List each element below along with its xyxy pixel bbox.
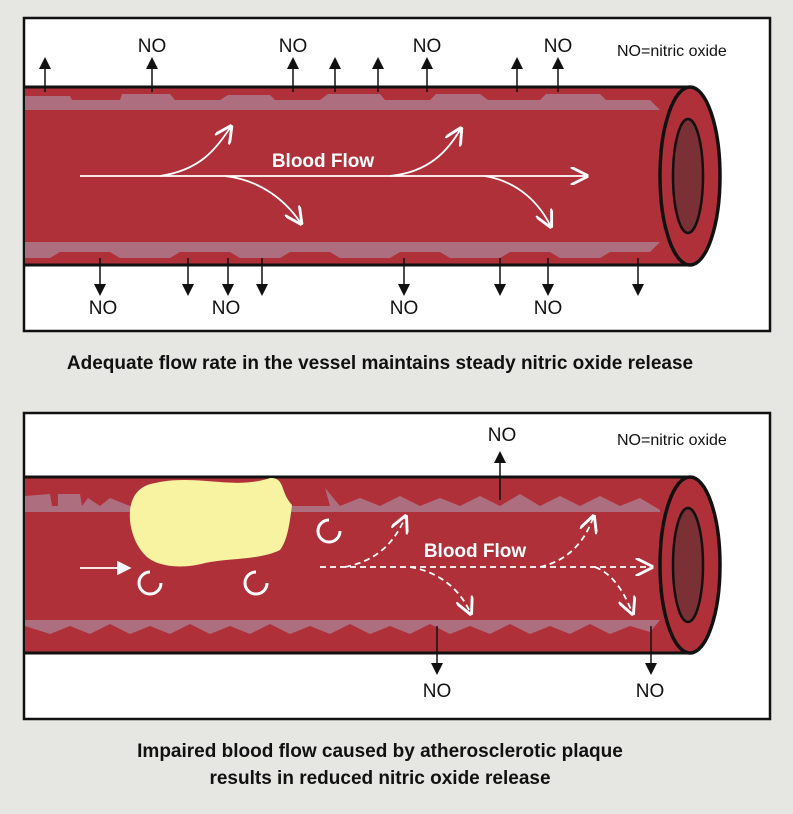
caption-panel2-line1: Impaired blood flow caused by atheroscle… [137,741,623,762]
turbulent-flow [80,518,342,596]
blood-flow-arrows [320,518,650,612]
legend: NO=nitric oxide [617,43,727,60]
no-label: NO [413,36,442,57]
blood-flow-label: Blood Flow [272,151,375,172]
swirl-icon [137,570,163,596]
endothelium-bottom [25,620,660,634]
lumen [671,506,705,624]
no-label: NO [279,36,308,57]
no-label: NO [636,681,665,702]
endothelium-bottom [25,242,660,258]
caption-panel2-line2: results in reduced nitric oxide release [209,768,550,789]
lumen [671,117,705,235]
no-label: NO [534,298,563,319]
no-label: NO [423,681,452,702]
blood-flow-arrows [80,128,585,225]
no-label: NO [212,298,241,319]
no-release-arrows [431,451,657,675]
panel-plaque-vessel: Blood Flow NO NO NO NO=nitric oxide [22,411,772,721]
caption-panel1: Adequate flow rate in the vessel maintai… [67,353,693,374]
no-label: NO [488,425,517,446]
panel-healthy-vessel: Blood Flow NO NO NO NO NO NO NO NO NO=ni… [22,16,772,333]
vessel [25,475,722,655]
atherosclerotic-plaque [129,477,292,567]
no-release-arrows [39,57,644,296]
swirl-icon [243,570,269,596]
blood-flow-label: Blood Flow [424,541,527,562]
swirl-icon [316,518,342,544]
vessel [25,85,722,267]
no-label: NO [390,298,419,319]
no-label: NO [544,36,573,57]
endothelium-top [25,94,660,110]
legend: NO=nitric oxide [617,432,727,449]
no-label: NO [89,298,118,319]
no-label: NO [138,36,167,57]
